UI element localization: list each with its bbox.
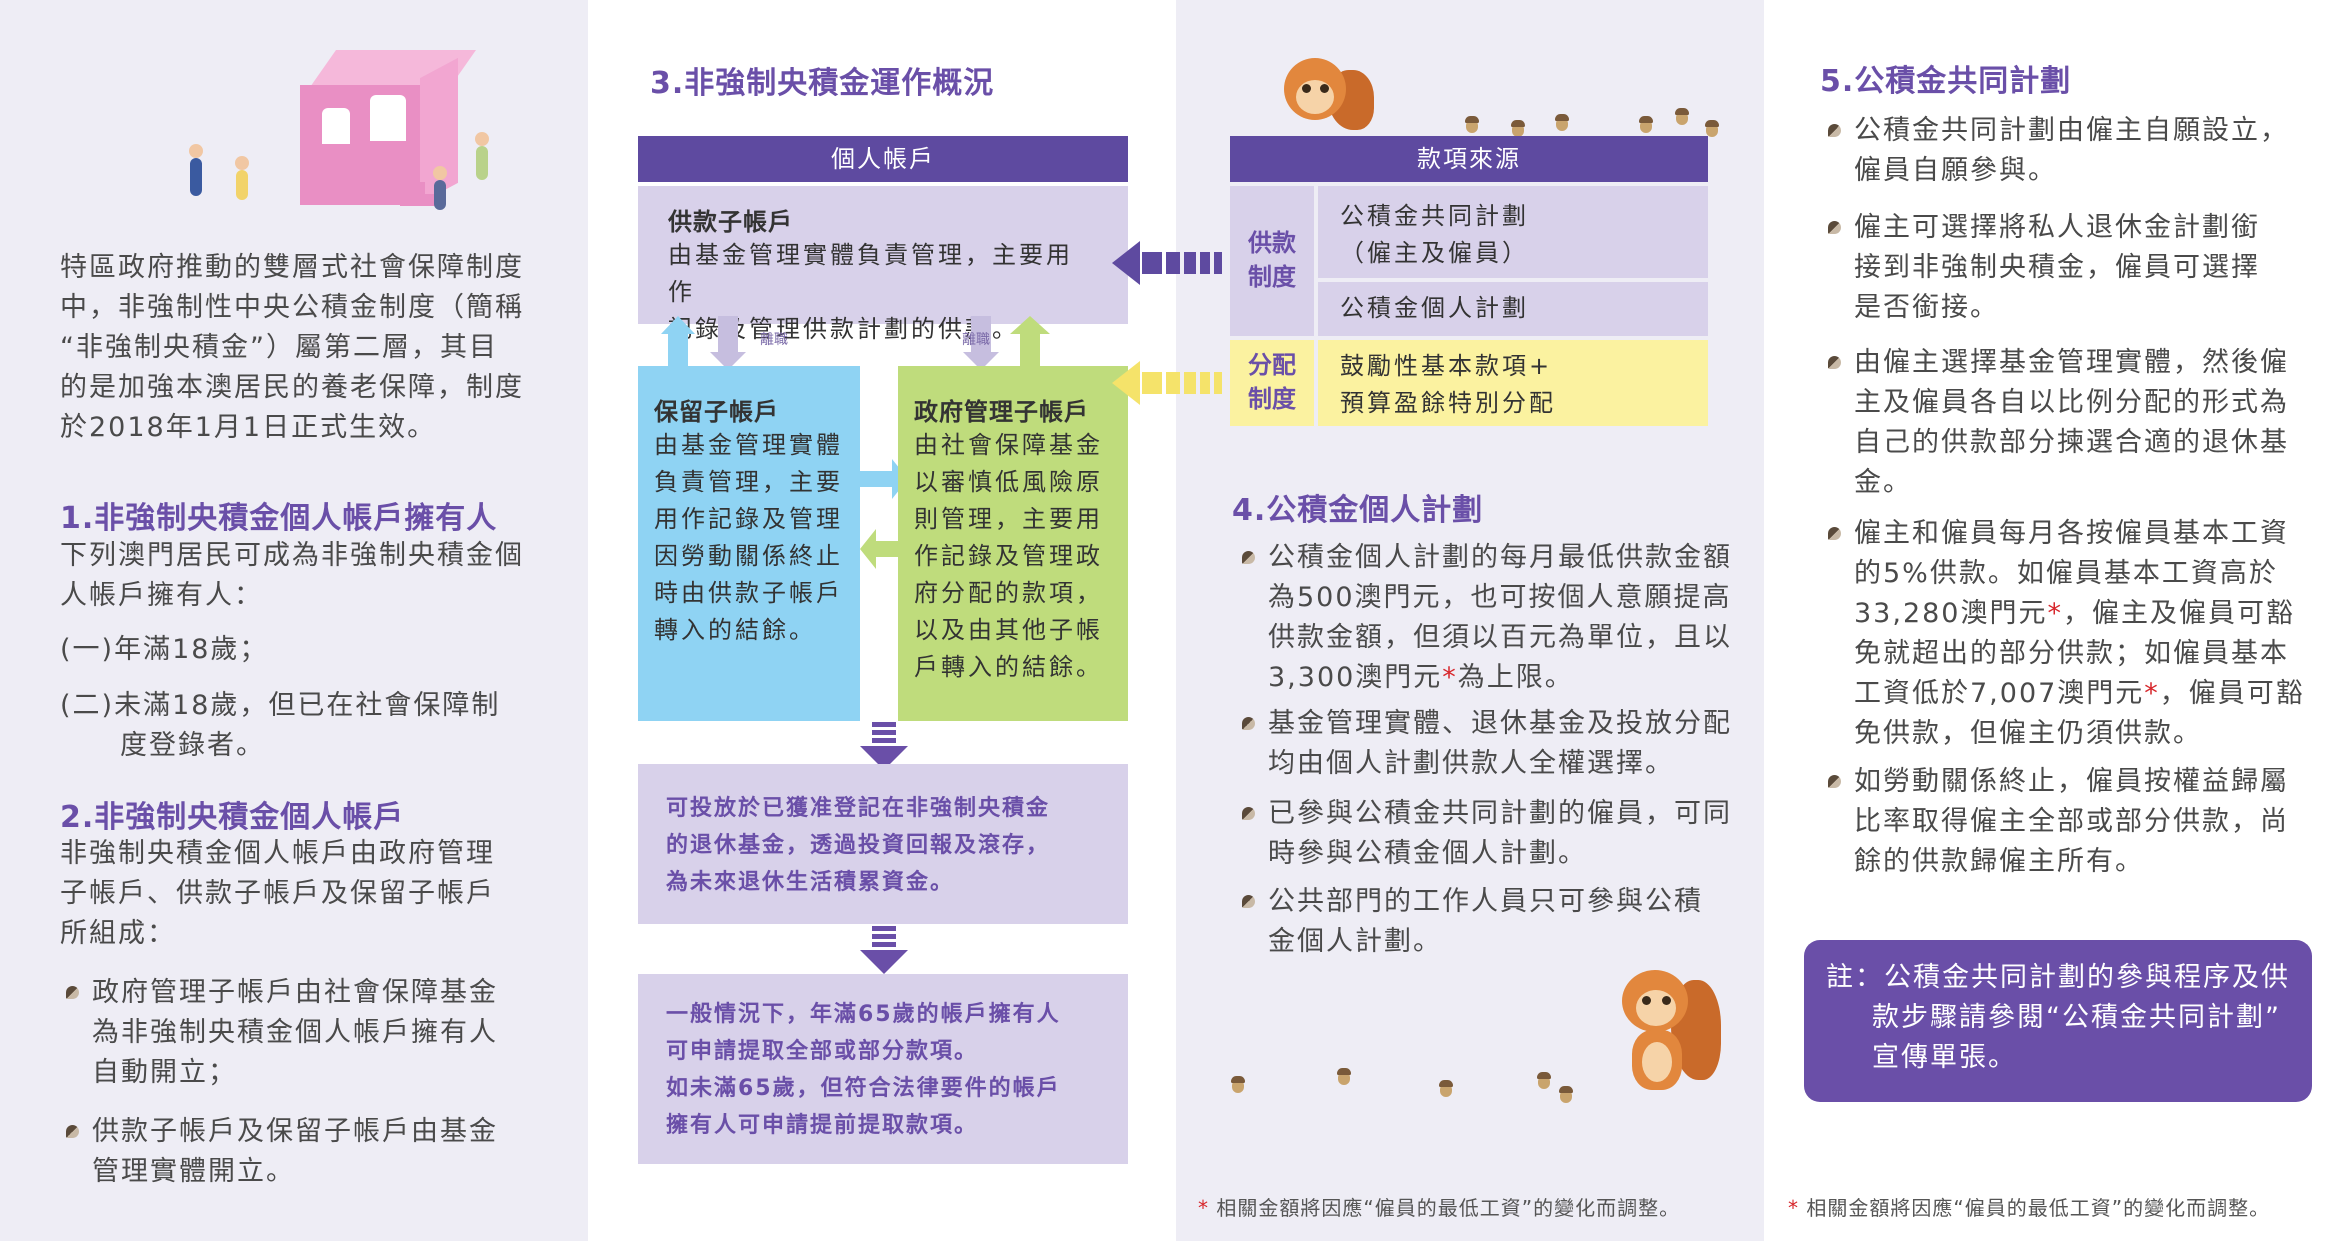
distribution-system-label: 分配 制度 [1230, 340, 1314, 426]
note-box: 註：公積金共同計劃的參與程序及供 款步驟請參閱“公積金共同計劃” 宣傳單張。 [1804, 940, 2312, 1102]
section1-item-2: (二)未滿18歲，但已在社會保障制 度登錄者。 [60, 690, 501, 761]
footnote-star: * [1198, 1196, 1209, 1220]
transfer-arrows-top [661, 316, 1050, 370]
section1-lead: 下列澳門居民可成為非強制央積金個 人帳戶擁有人： [60, 540, 524, 611]
distribution-arrow-icon [1112, 361, 1222, 405]
acorn-icon [1439, 1080, 1453, 1097]
acorn-icon [1537, 1072, 1551, 1089]
acorn-icon [1555, 114, 1569, 131]
section2-bullet-1: 政府管理子帳戶由社會保障基金 為非強制央積金個人帳戶擁有人 自動開立； [66, 973, 498, 1093]
individual-plan-row: 公積金個人計劃 [1318, 282, 1708, 336]
contribution-system-label: 供款 制度 [1230, 186, 1314, 336]
section2-lead: 非強制央積金個人帳戶由政府管理 子帳戶、供款子帳戶及保留子帳戶 所組成： [60, 838, 495, 949]
acorn-icon [1559, 1086, 1573, 1103]
section5-bullet-2: 僱主可選擇將私人退休金計劃銜 接到非強制央積金，僱員可選擇 是否銜接。 [1828, 208, 2260, 328]
section1-title: 1.非強制央積金個人帳戶擁有人 [60, 501, 498, 536]
section4-bullet-2: 基金管理實體、退休基金及投放分配 均由個人計劃供款人全權選擇。 [1242, 704, 1732, 784]
footnote-star: * [2047, 598, 2063, 629]
acorn-icon [1337, 1068, 1351, 1085]
footnote-panel4: * 相關金額將因應“僱員的最低工資”的變化而調整。 [1788, 1196, 2271, 1220]
invest-box: 可投放於已獲准登記在非強制央積金 的退休基金，透過投資回報及滾存， 為未來退休生… [638, 764, 1128, 924]
person-icon [475, 132, 489, 180]
section4-title: 4.公積金個人計劃 [1232, 493, 1484, 528]
person-icon [189, 144, 203, 196]
leave-tag-right: 離職 [962, 332, 990, 348]
person-icon [433, 166, 447, 210]
section1-item-1: (一)年滿18歲； [60, 634, 269, 665]
section2-bullet-2: 供款子帳戶及保留子帳戶由基金 管理實體開立。 [66, 1112, 498, 1192]
section4-bullet-4: 公共部門的工作人員只可參與公積 金個人計劃。 [1242, 882, 1703, 962]
transfer-arrows-middle [860, 459, 908, 569]
down-arrow-icon [860, 926, 908, 974]
squirrel-mascot-icon [1616, 960, 1726, 1110]
panel-individual-plan: 款項來源 供款 制度 公積金共同計劃 （僱主及僱員） 公積金個人計劃 分配 制度… [1112, 0, 1764, 1241]
section2-title: 2.非強制央積金個人帳戶 [60, 800, 405, 835]
section5-bullet-3: 由僱主選擇基金管理實體，然後僱 主及僱員各自以比例分配的形式為 自己的供款部分揀… [1828, 343, 2289, 503]
fund-source-header: 款項來源 [1230, 136, 1708, 182]
distribution-row: 鼓勵性基本款項+ 預算盈餘特別分配 [1318, 340, 1708, 426]
section5-bullet-1: 公積金共同計劃由僱主自願設立， 僱員自願參與。 [1828, 111, 2289, 191]
footnote-star: * [1788, 1196, 1799, 1220]
intro-text: 特區政府推動的雙層式社會保障制度 中，非強制性中央公積金制度（簡稱 “非強制央積… [60, 252, 524, 443]
section5-bullet-5: 如勞動關係終止，僱員按權益歸屬 比率取得僱主全部或部分供款，尚 餘的供款歸僱主所… [1828, 762, 2289, 882]
house-illustration [0, 0, 588, 230]
footnote-star: * [2144, 678, 2160, 709]
leave-tag-left: 離職 [760, 332, 788, 348]
reserve-subaccount: 保留子帳戶 由基金管理實體 負責管理，主要 用作記錄及管理 因勞動關係終止 時由… [638, 366, 860, 721]
panel-intro: 特區政府推動的雙層式社會保障制度 中，非強制性中央公積金制度（簡稱 “非強制央積… [0, 0, 588, 1241]
section5-title: 5.公積金共同計劃 [1820, 64, 2072, 99]
section4-bullet-1: 公積金個人計劃的每月最低供款金額 為500澳門元，也可按個人意願提高 供款金額，… [1242, 538, 1732, 698]
section3-title: 3.非強制央積金運作概況 [650, 66, 995, 101]
withdraw-box: 一般情況下，年滿65歲的帳戶擁有人 可申請提取全部或部分款項。 如未滿65歲，但… [638, 974, 1128, 1164]
section4-bullet-3: 已參與公積金共同計劃的僱員，可同 時參與公積金個人計劃。 [1242, 794, 1732, 874]
acorn-icon [1705, 120, 1719, 137]
joint-plan-row: 公積金共同計劃 （僱主及僱員） [1318, 186, 1708, 278]
person-icon [235, 156, 249, 200]
panel-joint-plan: 5.公積金共同計劃 公積金共同計劃由僱主自願設立， 僱員自願參與。 僱主可選擇將… [1764, 0, 2340, 1241]
personal-account-header: 個人帳戶 [638, 136, 1128, 182]
panel-operation: 3.非強制央積金運作概況 個人帳戶 供款子帳戶 由基金管理實體負責管理，主要用作… [588, 0, 1176, 1241]
government-subaccount: 政府管理子帳戶 由社會保障基金 以審慎低風險原 則管理，主要用 作記錄及管理政 … [898, 366, 1128, 721]
contribution-arrow-icon [1112, 241, 1222, 285]
acorn-icon [1231, 1076, 1245, 1093]
contribution-subaccount: 供款子帳戶 由基金管理實體負責管理，主要用作 記錄及管理供款計劃的供款。 [638, 186, 1128, 343]
squirrel-mascot-icon [1276, 50, 1376, 140]
footnote-star: * [1442, 662, 1458, 693]
acorn-icon [1465, 116, 1479, 133]
section5-bullet-4: 僱主和僱員每月各按僱員基本工資 的5%供款。如僱員基本工資高於 33,280澳門… [1828, 514, 2305, 754]
acorn-icon [1675, 108, 1689, 125]
down-arrow-icon [860, 722, 908, 770]
acorn-icon [1511, 120, 1525, 137]
acorn-icon [1639, 116, 1653, 133]
footnote-panel3: * 相關金額將因應“僱員的最低工資”的變化而調整。 [1198, 1196, 1681, 1220]
